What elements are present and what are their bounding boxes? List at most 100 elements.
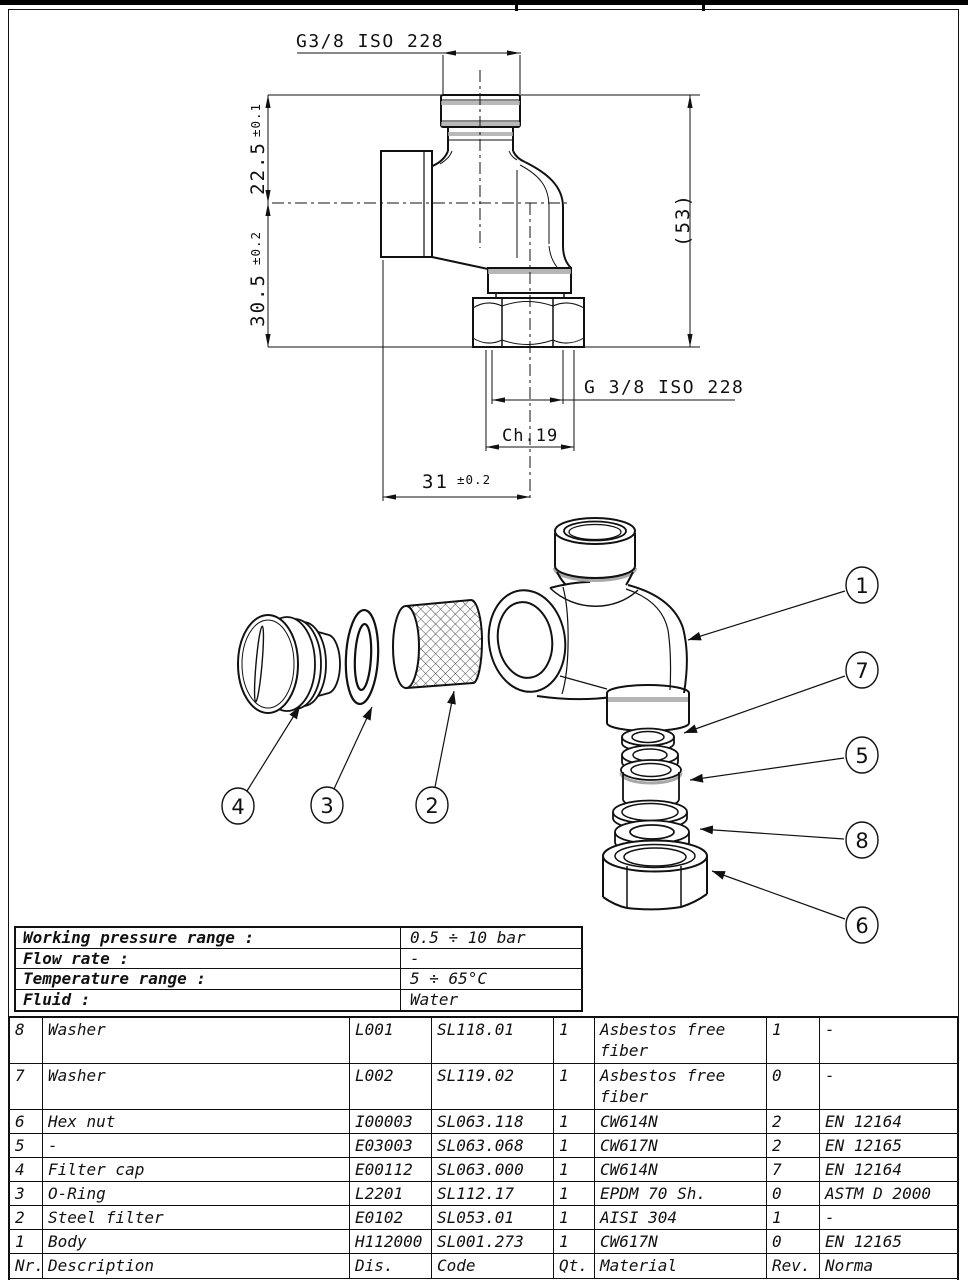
dim-width: 31 bbox=[422, 471, 449, 493]
cell-rev: 7 bbox=[767, 1158, 820, 1181]
dim-width-tol: ±0.2 bbox=[457, 472, 491, 487]
callout-1-number: 1 bbox=[855, 574, 868, 598]
cell-material: CW617N bbox=[595, 1230, 767, 1253]
dim-height-upper: 22.5 bbox=[247, 141, 269, 195]
cell-norma: - bbox=[825, 1066, 835, 1085]
cell-rev: 0 bbox=[767, 1182, 820, 1205]
spec-row: Temperature range : 5 ÷ 65°C bbox=[16, 969, 581, 990]
spec-label: Fluid : bbox=[23, 990, 91, 1010]
col-header-norma: Norma bbox=[825, 1256, 874, 1275]
cell-description: Washer bbox=[43, 1064, 350, 1109]
hex-nut-part bbox=[603, 841, 707, 910]
callout-4: 4 bbox=[222, 788, 254, 824]
spec-value: 0.5 ÷ 10 bar bbox=[400, 928, 581, 948]
table-row: 8 Washer L001 SL118.01 1 Asbestos free f… bbox=[10, 1018, 957, 1064]
spec-value: - bbox=[400, 948, 581, 968]
cell-material: CW614N bbox=[595, 1158, 767, 1181]
dimension-labels: G3/8 ISO 228 22.5 ±0.1 30.5 ±0.2 (53) G … bbox=[247, 31, 744, 493]
cell-code: SL053.01 bbox=[432, 1206, 554, 1229]
spec-row: Working pressure range : 0.5 ÷ 10 bar bbox=[16, 928, 581, 949]
cell-qt: 1 bbox=[554, 1230, 595, 1253]
washer-7-part bbox=[622, 729, 678, 772]
cell-material: Asbestos free fiber bbox=[595, 1064, 767, 1109]
col-header-code: Code bbox=[432, 1254, 554, 1278]
fitting-side-view bbox=[381, 95, 584, 347]
cell-description: Washer bbox=[43, 1018, 350, 1063]
table-row: 5 - E03003 SL063.068 1 CW617N 2 EN 12165 bbox=[10, 1134, 957, 1158]
dim-overall: (53) bbox=[672, 193, 694, 247]
callout-6-number: 6 bbox=[855, 914, 868, 938]
dim-height-upper-tol: ±0.1 bbox=[248, 103, 263, 137]
table-row: 2 Steel filter E0102 SL053.01 1 AISI 304… bbox=[10, 1206, 957, 1230]
top-border-rule bbox=[0, 0, 968, 5]
spec-row: Flow rate : - bbox=[16, 948, 581, 969]
cell-nr: 1 bbox=[10, 1230, 43, 1253]
cell-dis: L001 bbox=[350, 1018, 432, 1063]
cell-code: SL001.273 bbox=[432, 1230, 554, 1253]
dim-bottom-thread: G 3/8 ISO 228 bbox=[584, 377, 744, 398]
cell-qt: 1 bbox=[554, 1134, 595, 1157]
o-ring-part bbox=[344, 609, 381, 705]
cell-norma: EN 12164 bbox=[825, 1112, 903, 1131]
cell-description: - bbox=[43, 1134, 350, 1157]
cell-qt: 1 bbox=[554, 1158, 595, 1181]
callout-2-number: 2 bbox=[425, 794, 438, 818]
table-row: 6 Hex nut I00003 SL063.118 1 CW614N 2 EN… bbox=[10, 1110, 957, 1134]
dim-height-lower-tol: ±0.2 bbox=[248, 231, 263, 265]
cell-description: O-Ring bbox=[43, 1182, 350, 1205]
cell-nr: 5 bbox=[10, 1134, 43, 1157]
cell-qt: 1 bbox=[554, 1110, 595, 1133]
cell-material: Asbestos free fiber bbox=[595, 1018, 767, 1063]
col-header-material: Material bbox=[595, 1254, 767, 1278]
cell-material: EPDM 70 Sh. bbox=[595, 1182, 767, 1205]
cell-material: CW614N bbox=[595, 1110, 767, 1133]
cell-dis: E03003 bbox=[350, 1134, 432, 1157]
cell-norma: - bbox=[825, 1208, 835, 1227]
cell-description: Hex nut bbox=[43, 1110, 350, 1133]
cell-qt: 1 bbox=[554, 1018, 595, 1063]
col-header-description: Description bbox=[43, 1254, 350, 1278]
spec-row: Fluid : Water bbox=[16, 989, 581, 1010]
cell-rev: 0 bbox=[767, 1230, 820, 1253]
cell-material: CW617N bbox=[595, 1134, 767, 1157]
cell-nr: 4 bbox=[10, 1158, 43, 1181]
table-row: 3 O-Ring L2201 SL112.17 1 EPDM 70 Sh. 0 … bbox=[10, 1182, 957, 1206]
spec-label: Temperature range : bbox=[23, 969, 207, 989]
cell-code: SL112.17 bbox=[432, 1182, 554, 1205]
cell-description: Steel filter bbox=[43, 1206, 350, 1229]
cell-norma: EN 12165 bbox=[825, 1136, 903, 1155]
cell-rev: 2 bbox=[767, 1110, 820, 1133]
cell-rev: 1 bbox=[767, 1018, 820, 1063]
table-row: 1 Body H112000 SL001.273 1 CW617N 0 EN 1… bbox=[10, 1230, 957, 1254]
callout-3-number: 3 bbox=[320, 794, 333, 818]
exploded-view: 1 7 5 8 6 bbox=[222, 518, 878, 943]
callout-2: 2 bbox=[416, 787, 448, 823]
dimension-lines bbox=[268, 53, 735, 501]
table-row: 7 Washer L002 SL119.02 1 Asbestos free f… bbox=[10, 1064, 957, 1110]
cell-norma: ASTM D 2000 bbox=[825, 1184, 931, 1203]
col-header-rev: Rev. bbox=[767, 1254, 820, 1278]
callout-1: 1 bbox=[846, 567, 878, 603]
cell-dis: L2201 bbox=[350, 1182, 432, 1205]
cell-code: SL119.02 bbox=[432, 1064, 554, 1109]
col-header-dis: Dis. bbox=[350, 1254, 432, 1278]
callout-6: 6 bbox=[846, 907, 878, 943]
cell-dis: L002 bbox=[350, 1064, 432, 1109]
spec-label: Working pressure range : bbox=[23, 928, 255, 948]
table-row: 4 Filter cap E00112 SL063.000 1 CW614N 7… bbox=[10, 1158, 957, 1182]
cell-norma: EN 12165 bbox=[825, 1232, 903, 1251]
callout-balloons: 1 7 5 8 6 bbox=[222, 567, 878, 943]
cell-nr: 8 bbox=[10, 1018, 43, 1063]
cell-dis: I00003 bbox=[350, 1110, 432, 1133]
specs-table: Working pressure range : 0.5 ÷ 10 bar Fl… bbox=[14, 926, 583, 1012]
dimension-arrows bbox=[265, 50, 693, 500]
cell-nr: 2 bbox=[10, 1206, 43, 1229]
cell-nr: 3 bbox=[10, 1182, 43, 1205]
callout-4-number: 4 bbox=[231, 795, 244, 819]
parts-table: 8 Washer L001 SL118.01 1 Asbestos free f… bbox=[8, 1016, 959, 1280]
cell-rev: 0 bbox=[767, 1064, 820, 1109]
cell-description: Filter cap bbox=[43, 1158, 350, 1181]
callout-5: 5 bbox=[846, 737, 878, 773]
filter-cap-part bbox=[238, 615, 340, 713]
dimensioned-view: G3/8 ISO 228 22.5 ±0.1 30.5 ±0.2 (53) G … bbox=[247, 31, 744, 501]
